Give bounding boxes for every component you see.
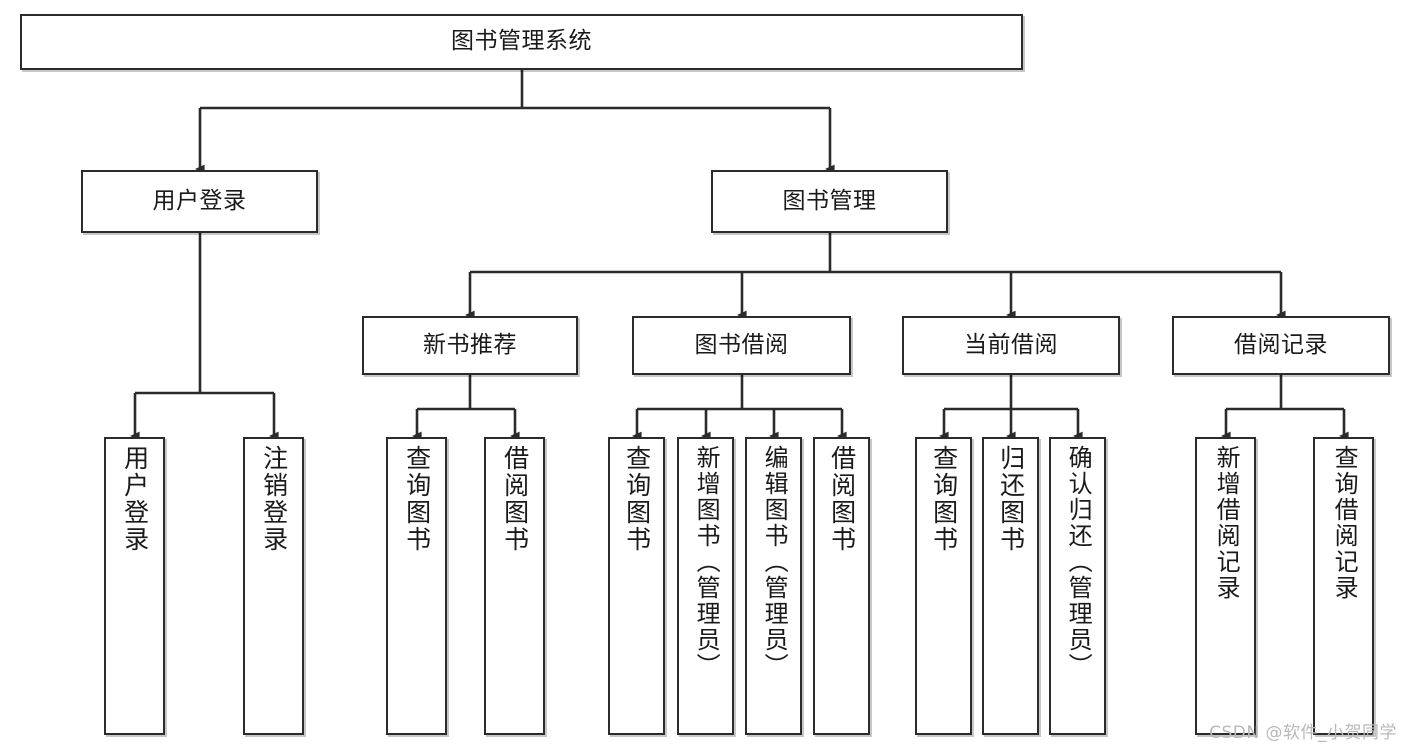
node-label: 查询借阅记录 xyxy=(1330,445,1359,601)
node-current[interactable]: 当前借阅 xyxy=(902,316,1120,375)
node-newbook[interactable]: 新书推荐 xyxy=(362,316,578,375)
node-borrow[interactable]: 图书借阅 xyxy=(632,316,851,375)
node-l-q3[interactable]: 查询图书 xyxy=(915,437,972,735)
node-l-userlogin[interactable]: 用户登录 xyxy=(104,437,165,735)
node-records[interactable]: 借阅记录 xyxy=(1172,316,1390,375)
node-label: 新增图书（管理员） xyxy=(692,445,721,679)
node-label: 借阅图书 xyxy=(827,445,857,553)
node-label: 编辑图书（管理员） xyxy=(760,445,789,679)
node-l-logout[interactable]: 注销登录 xyxy=(243,437,304,735)
node-label: 当前借阅 xyxy=(964,331,1058,358)
node-l-q1[interactable]: 查询图书 xyxy=(386,437,447,735)
node-l-edit[interactable]: 编辑图书（管理员） xyxy=(745,437,802,735)
node-label: 注销登录 xyxy=(259,445,289,553)
node-l-confirm[interactable]: 确认归还（管理员） xyxy=(1049,437,1106,735)
node-label: 查询图书 xyxy=(929,445,959,553)
node-l-addrec[interactable]: 新增借阅记录 xyxy=(1195,437,1256,735)
node-bookmgmt[interactable]: 图书管理 xyxy=(711,170,948,233)
node-label: 查询图书 xyxy=(402,445,432,553)
node-label: 查询图书 xyxy=(622,445,652,553)
node-l-add[interactable]: 新增图书（管理员） xyxy=(677,437,734,735)
node-label: 用户登录 xyxy=(152,187,247,214)
node-label: 新增借阅记录 xyxy=(1212,445,1241,601)
watermark-label: CSDN @软件_小贺同学 xyxy=(1209,723,1397,743)
node-l-borrow2[interactable]: 借阅图书 xyxy=(813,437,870,735)
node-root[interactable]: 图书管理系统 xyxy=(20,14,1023,70)
node-label: 图书借阅 xyxy=(694,331,789,358)
node-l-return[interactable]: 归还图书 xyxy=(982,437,1039,735)
node-l-q2[interactable]: 查询图书 xyxy=(608,437,665,735)
node-label: 图书管理系统 xyxy=(451,28,592,55)
node-label: 新书推荐 xyxy=(423,331,517,358)
node-label: 图书管理 xyxy=(782,187,877,214)
node-label: 归还图书 xyxy=(996,445,1026,553)
node-login[interactable]: 用户登录 xyxy=(81,170,318,233)
node-l-qrec[interactable]: 查询借阅记录 xyxy=(1313,437,1374,735)
node-label: 借阅记录 xyxy=(1234,331,1328,358)
node-label: 确认归还（管理员） xyxy=(1064,445,1093,679)
node-l-borrow1[interactable]: 借阅图书 xyxy=(484,437,545,735)
node-label: 用户登录 xyxy=(120,445,150,553)
node-label: 借阅图书 xyxy=(500,445,530,553)
